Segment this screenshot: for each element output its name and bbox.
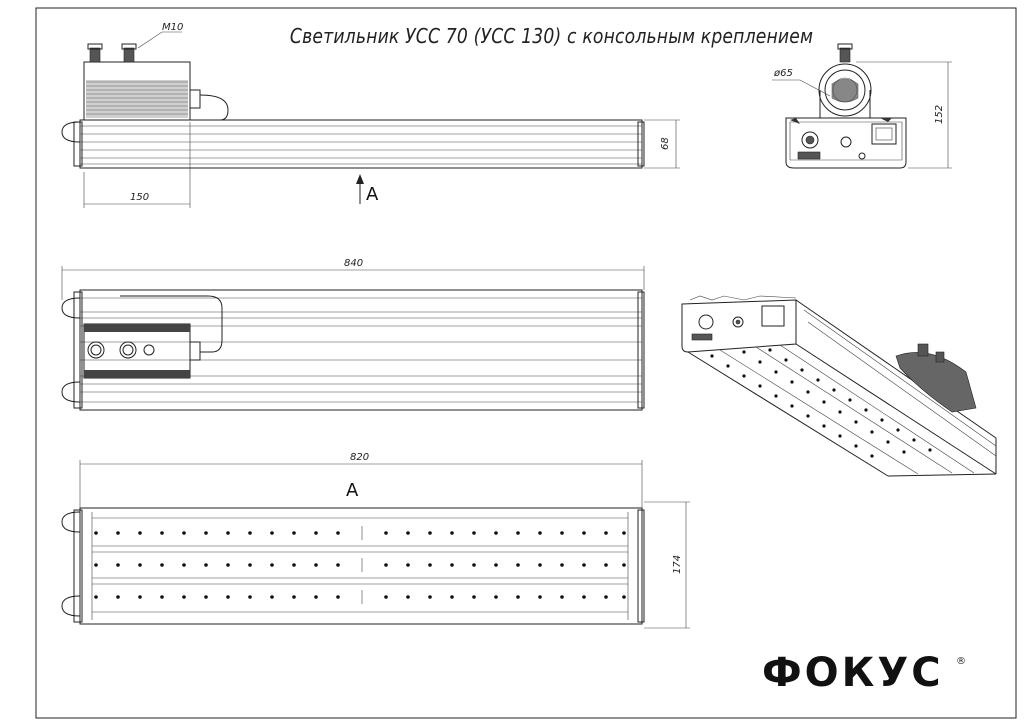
iso-led-rows [710, 348, 932, 458]
dim-length-bottom-label: 820 [350, 452, 369, 463]
heatsink-fins [86, 80, 188, 118]
isometric-view [681, 295, 997, 477]
top-view [61, 266, 645, 411]
dim-diameter-label: ø65 [773, 68, 793, 79]
view-a-title: A [346, 480, 359, 501]
brand-logo: ФОКУС ® [762, 650, 966, 696]
dim-height-side-label: 68 [660, 137, 671, 150]
brand-name: ФОКУС [762, 650, 944, 696]
dim-width-bottom-label: 174 [672, 555, 683, 574]
side-view [61, 31, 680, 208]
dim-width-side-label: 150 [130, 192, 149, 203]
end-view [772, 43, 952, 169]
dim-length-top-label: 840 [344, 258, 363, 269]
dim-thread-label: M10 [162, 22, 183, 33]
drawing-title: Светильник УСС 70 (УСС 130) с консольным… [289, 24, 814, 48]
bottom-led-rows [94, 531, 626, 599]
sheet-border [35, 7, 1017, 719]
bottom-view [61, 460, 690, 629]
brand-registered-mark: ® [956, 656, 966, 667]
dim-height-end-label: 152 [934, 105, 945, 124]
view-a-arrow-label: A [366, 184, 379, 205]
